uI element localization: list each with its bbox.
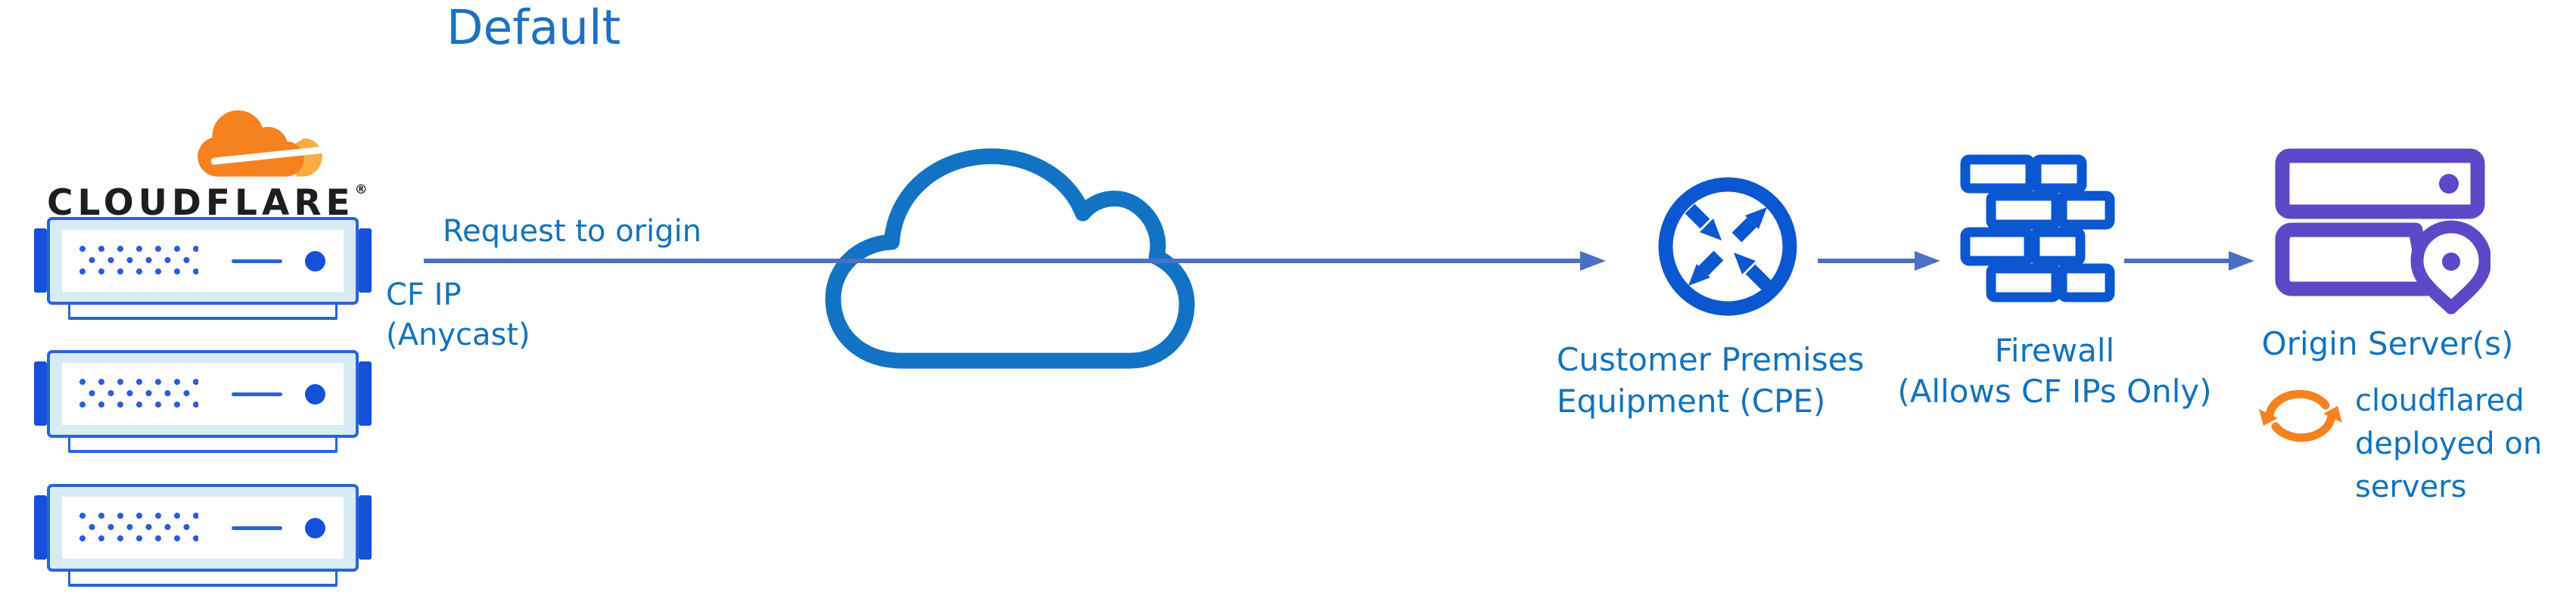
server-panel xyxy=(62,230,344,292)
server-slot-line xyxy=(232,259,282,263)
registered-trademark: ® xyxy=(354,182,368,197)
server-led xyxy=(305,383,325,405)
server-vent-dots xyxy=(79,512,198,544)
server-body xyxy=(47,350,359,438)
server-body xyxy=(47,484,359,572)
server-vent-dots xyxy=(79,245,198,277)
server-body xyxy=(47,217,359,305)
arrowhead-to-origin xyxy=(2229,251,2254,271)
cloudflare-cloud-icon xyxy=(198,110,327,177)
server-base xyxy=(68,436,338,453)
server-base xyxy=(68,302,338,320)
server-led xyxy=(305,250,325,271)
server-vent-dots xyxy=(79,378,198,410)
internet-cloud-icon xyxy=(825,148,1195,369)
connector-request-line xyxy=(424,259,1580,263)
edge-server-icon xyxy=(34,484,372,587)
server-slot-line xyxy=(232,392,282,396)
cpe-label-line1: Customer Premises xyxy=(1557,341,1865,378)
sync-arrows-icon xyxy=(2259,389,2342,442)
cloudflared-note-line3: servers xyxy=(2355,470,2467,504)
server-right-tab xyxy=(359,495,372,560)
cloudflare-wordmark-text: CLOUDFLARE xyxy=(47,182,355,224)
connector-cpe-firewall xyxy=(1818,259,1915,263)
arrowhead-to-firewall xyxy=(1915,251,1940,271)
cloudflared-note: cloudflared deployed on servers xyxy=(2355,380,2542,509)
edge-server-icon xyxy=(34,350,372,453)
origin-servers-label: Origin Server(s) xyxy=(2261,325,2514,362)
request-to-origin-label: Request to origin xyxy=(443,214,702,249)
server-base xyxy=(68,569,338,587)
firewall-label-line1: Firewall xyxy=(1994,332,2115,369)
connector-firewall-origin xyxy=(2124,259,2229,263)
server-slot-line xyxy=(232,526,282,530)
server-panel xyxy=(62,363,344,425)
cpe-router-icon xyxy=(1658,177,1797,316)
cpe-label: Customer Premises Equipment (CPE) xyxy=(1557,339,1864,422)
server-right-tab xyxy=(359,228,372,293)
page-title: Default xyxy=(446,0,621,55)
cpe-label-line2: Equipment (CPE) xyxy=(1557,383,1826,420)
server-left-tab xyxy=(34,495,47,560)
server-left-tab xyxy=(34,228,47,293)
cloudflared-note-line1: cloudflared xyxy=(2355,383,2525,418)
cloudflare-wordmark: CLOUDFLARE® xyxy=(47,182,368,224)
firewall-label: Firewall (Allows CF IPs Only) xyxy=(1884,330,2225,412)
firewall-brick-icon xyxy=(1960,154,2115,302)
edge-server-icon xyxy=(34,217,372,320)
cf-ip-anycast-label: CF IP (Anycast) xyxy=(386,275,530,355)
origin-servers-icon xyxy=(2275,148,2490,315)
anycast-line: (Anycast) xyxy=(386,318,530,352)
cloudflared-note-line2: deployed on xyxy=(2355,426,2543,461)
server-left-tab xyxy=(34,361,47,426)
firewall-label-line2: (Allows CF IPs Only) xyxy=(1897,373,2212,410)
server-right-tab xyxy=(359,361,372,426)
server-led xyxy=(305,517,325,538)
arrowhead-to-cpe xyxy=(1580,251,1606,271)
server-panel xyxy=(62,497,344,559)
cf-ip-line: CF IP xyxy=(386,278,462,312)
